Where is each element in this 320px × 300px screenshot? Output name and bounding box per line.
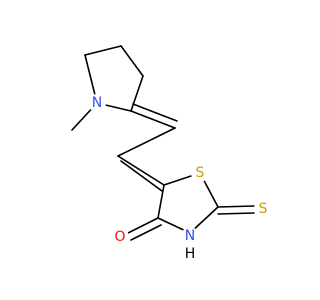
atom-hydrogen-on-n: H: [182, 246, 198, 262]
atom-oxygen-carbonyl: O: [111, 228, 129, 246]
atom-label-layer: N S S O N H: [88, 94, 272, 262]
bond-c4-o-double-1: [127, 217, 159, 234]
structure-canvas: N S S O N H: [71, 45, 272, 262]
atom-nitrogen-nh: N: [181, 227, 199, 245]
atom-sulfur-ring: S: [191, 164, 209, 182]
bond-c3-c4: [120, 45, 144, 77]
atom-label-n1: N: [92, 95, 102, 111]
bond-cb-c5-double-1: [117, 155, 165, 186]
atom-label-s-ring: S: [196, 165, 205, 181]
bond-c2-c3: [130, 75, 144, 112]
molecule-structure: N S S O N H: [71, 45, 272, 262]
atom-label-s-thione: S: [259, 201, 268, 217]
atom-label-o1: O: [114, 229, 125, 245]
bond-ca-cb: [117, 127, 176, 157]
bond-c4-c5: [157, 184, 165, 219]
bond-layer: [71, 45, 255, 241]
bond-c4-o-double-2: [130, 224, 162, 241]
bond-c2-ca-double-2: [132, 103, 178, 122]
bond-c2r-s-double-2: [217, 212, 255, 215]
atom-nitrogen-methyl: N: [88, 94, 106, 112]
atom-label-nh: N: [185, 228, 195, 244]
bond-c4-c5: [84, 45, 122, 56]
bond-cb-c5-double-2: [120, 160, 163, 192]
atom-label-h: H: [185, 246, 196, 262]
bond-c2r-s-double-1: [217, 205, 255, 208]
atom-sulfur-thione: S: [254, 200, 272, 218]
bond-c2-ca-double-1: [130, 110, 176, 129]
